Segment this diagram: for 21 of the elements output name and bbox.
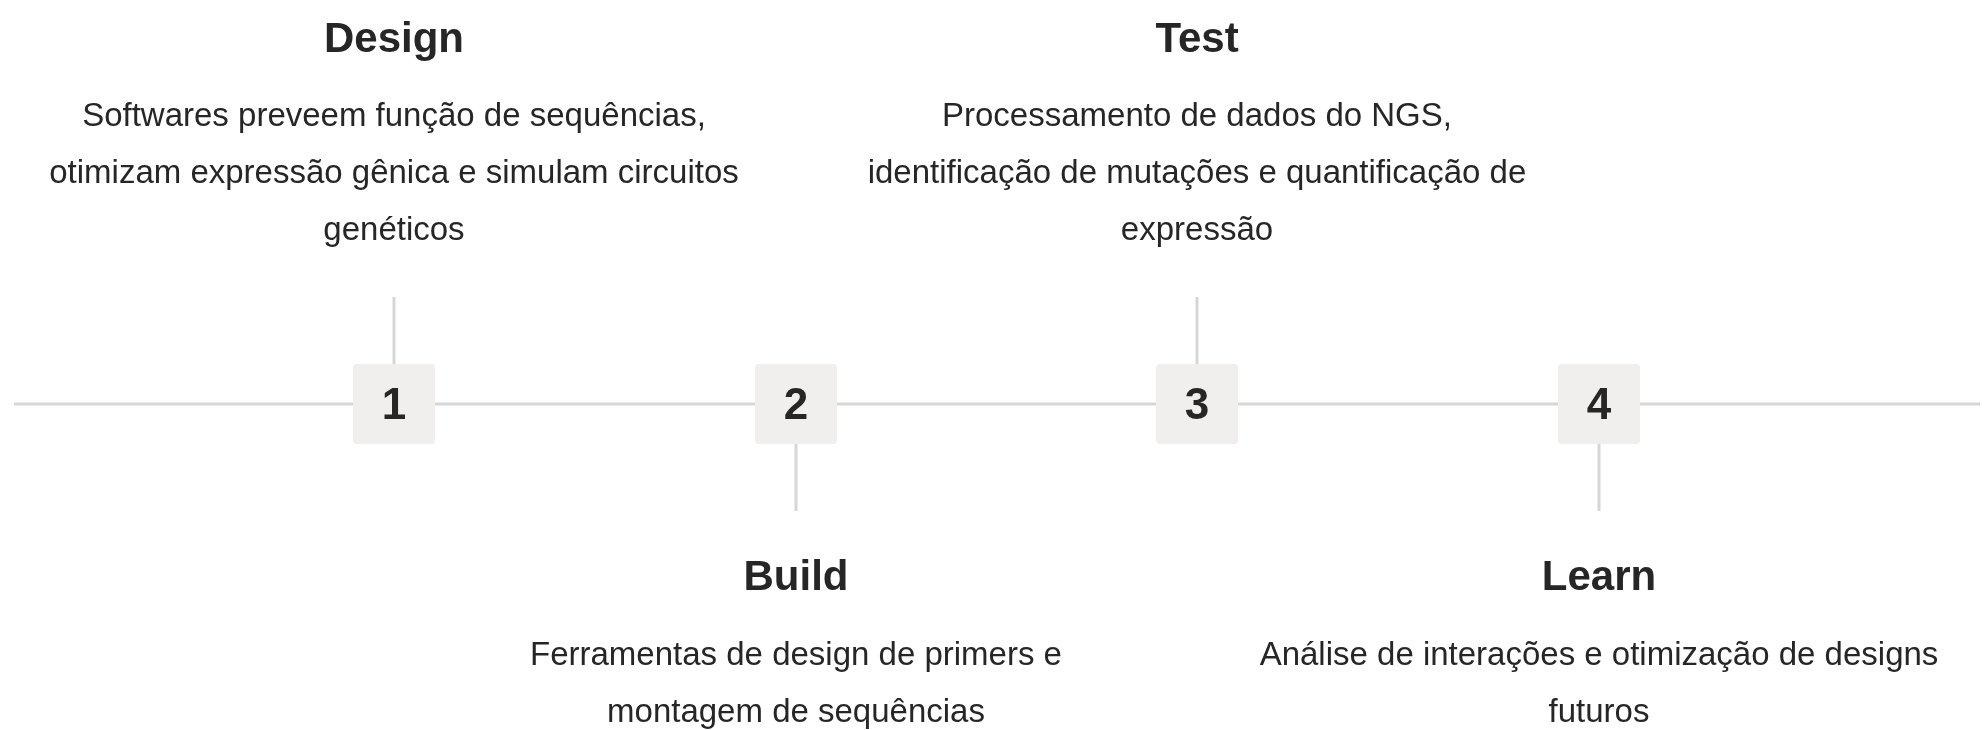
phase-description: Softwares preveem função de sequências, otimizam expressão gênica e simulam circuitos genéticos <box>48 95 740 249</box>
phase-description: Processamento de dados do NGS, identificação de mutações e quantificação de expressão <box>866 95 1528 249</box>
connector-line <box>1640 402 1980 406</box>
step-number-box: 1 <box>353 364 435 444</box>
connector-line <box>392 297 396 364</box>
connector-line <box>14 402 353 406</box>
phase-description: Ferramentas de design de primers e montagem de sequências <box>529 634 1063 730</box>
phase-title: Build <box>743 551 849 601</box>
phase-title: Learn <box>1541 551 1657 601</box>
connector-line <box>794 444 798 511</box>
connector-line <box>837 402 1156 406</box>
connector-line <box>1195 297 1199 364</box>
phase-title: Test <box>1155 13 1239 63</box>
phase-title: Design <box>324 13 464 63</box>
step-number-box: 2 <box>755 364 837 444</box>
connector-line <box>1597 444 1601 511</box>
phase-description: Análise de interações e otimização de designs futuros <box>1258 634 1940 730</box>
step-number-box: 3 <box>1156 364 1238 444</box>
step-number-box: 4 <box>1558 364 1640 444</box>
connector-line <box>1238 402 1558 406</box>
connector-line <box>435 402 755 406</box>
